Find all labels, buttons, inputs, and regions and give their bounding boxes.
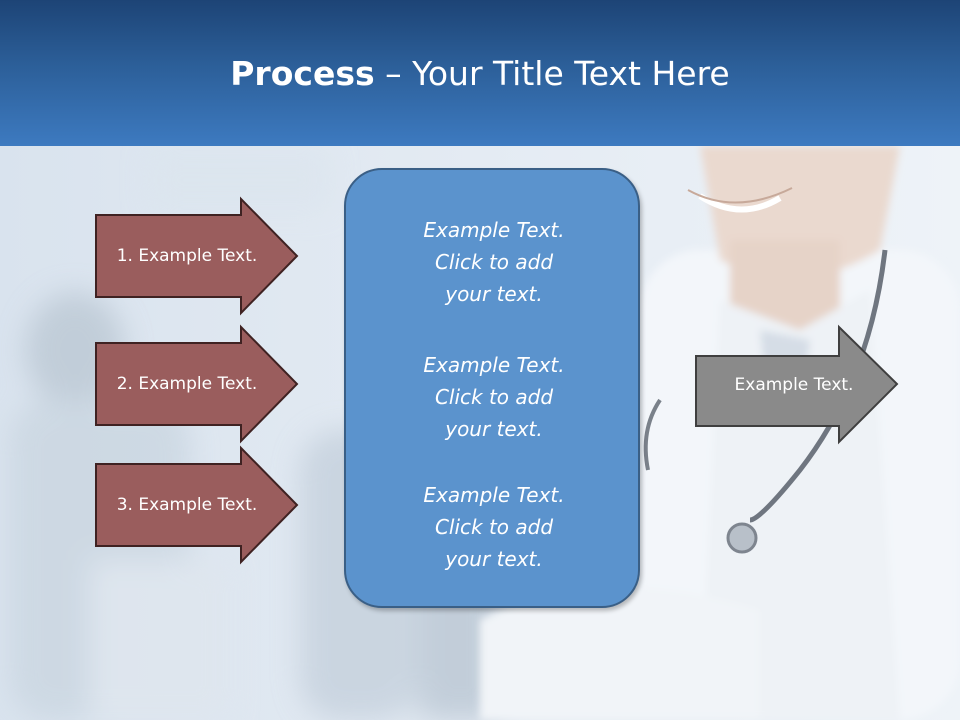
step-arrow-1-shape [95, 196, 299, 316]
step-arrow-3-label: 3. Example Text. [116, 495, 258, 515]
output-arrow[interactable]: Example Text. [695, 324, 901, 445]
center-block-1: Example Text. Click to add your text. [346, 214, 642, 310]
stethoscope-icon [726, 522, 758, 554]
center-block-1-line2: Click to add [434, 250, 554, 274]
center-block-2-line3: your text. [445, 417, 543, 441]
center-block-2-line1: Example Text. [423, 353, 565, 377]
slide-title: Process – Your Title Text Here [0, 50, 960, 98]
step-arrow-1[interactable]: 1. Example Text. [95, 196, 301, 316]
output-arrow-shape [695, 324, 899, 445]
title-rest: – Your Title Text Here [374, 54, 730, 93]
center-block-3-line2: Click to add [434, 515, 554, 539]
step-arrow-2[interactable]: 2. Example Text. [95, 324, 301, 444]
center-block-2: Example Text. Click to add your text. [346, 349, 642, 445]
step-arrow-1-label: 1. Example Text. [116, 246, 258, 266]
step-arrow-2-shape [95, 324, 299, 444]
center-block-1-line1: Example Text. [423, 218, 565, 242]
output-arrow-label: Example Text. [734, 375, 854, 395]
center-block-3: Example Text. Click to add your text. [346, 479, 642, 575]
step-arrow-3[interactable]: 3. Example Text. [95, 445, 301, 565]
smile-detail [698, 193, 782, 213]
step-arrow-2-label: 2. Example Text. [116, 374, 258, 394]
step-arrow-3-shape [95, 445, 299, 565]
title-bold: Process [230, 54, 375, 93]
center-text-box[interactable]: Example Text. Click to add your text. Ex… [344, 168, 640, 608]
center-block-2-line2: Click to add [434, 385, 554, 409]
title-bar: Process – Your Title Text Here [0, 0, 960, 146]
center-block-3-line3: your text. [445, 547, 543, 571]
center-block-1-line3: your text. [445, 282, 543, 306]
center-block-3-line1: Example Text. [423, 483, 565, 507]
